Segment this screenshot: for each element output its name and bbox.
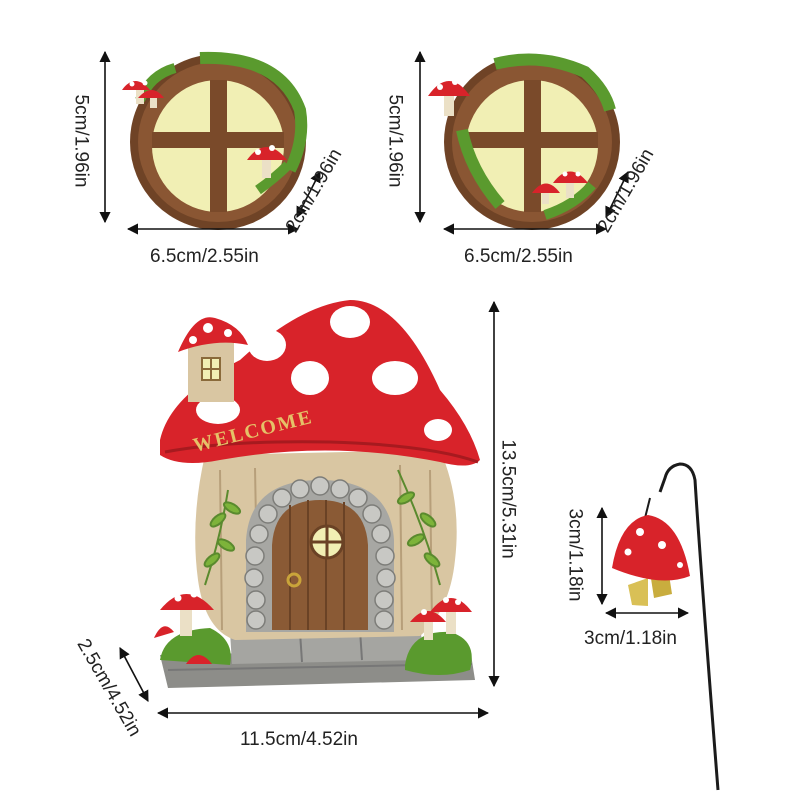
house-width-label: 11.5cm/4.52in (240, 729, 358, 750)
mushroom-decoration (122, 80, 164, 108)
mushroom-decoration (428, 79, 470, 116)
house-height-label: 13.5cm/5.31in (497, 439, 519, 559)
window-left-height-label: 5cm/1.96in (70, 94, 92, 188)
hanging-mushroom-lantern (612, 462, 720, 791)
round-window-left (122, 51, 308, 230)
mushroom-decoration (247, 145, 287, 178)
window-left-width-label: 6.5cm/2.55in (150, 246, 259, 267)
mushroom-decoration (154, 590, 214, 664)
lantern-width-label: 3cm/1.18in (584, 628, 677, 649)
mushroom-decoration (410, 597, 472, 640)
round-window-right (428, 53, 620, 230)
window-right-width-label: 6.5cm/2.55in (464, 246, 573, 267)
window-right-height-label: 5cm/1.96in (384, 94, 406, 188)
dimension-arrow (296, 171, 321, 218)
dimension-arrow (605, 170, 629, 219)
mushroom-decoration (532, 171, 588, 204)
dimension-arrow (119, 647, 149, 702)
lantern-height-label: 3cm/1.18in (564, 508, 586, 602)
mushroom-house: WELCOME (154, 300, 480, 688)
